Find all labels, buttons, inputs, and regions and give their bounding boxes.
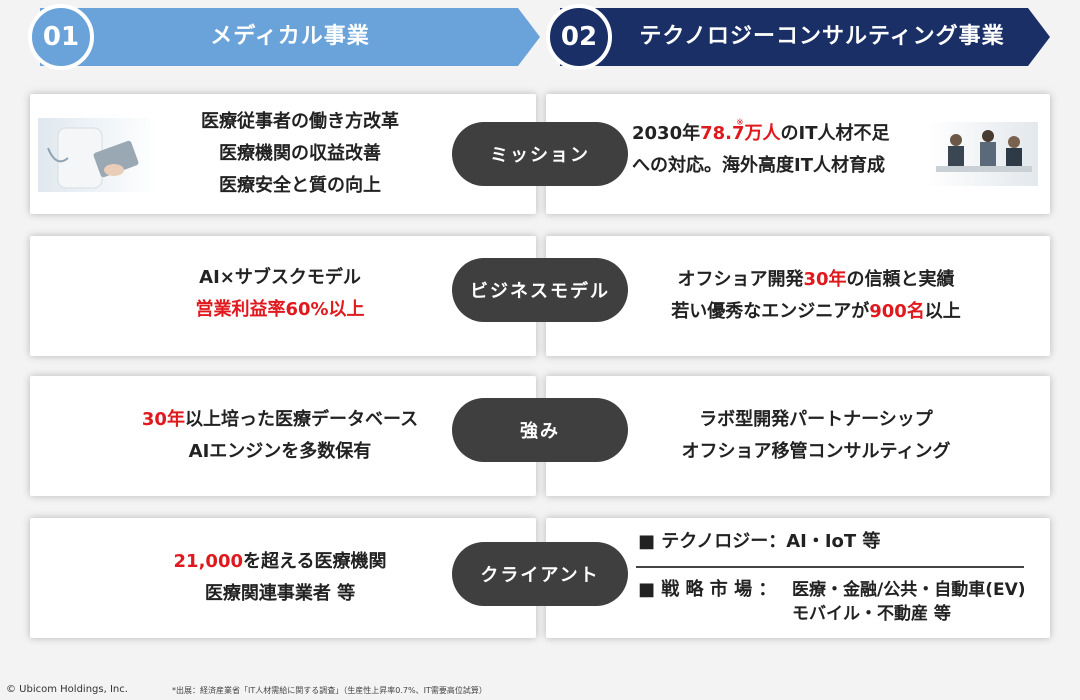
client-right-market-line: 医療・金融/公共・自動車(EV) <box>792 580 1026 600</box>
strength-left-red: 30年 <box>141 409 185 430</box>
mission-left-line: 医療従事者の働き方改革 <box>201 111 399 132</box>
business-right-line2: 若い優秀なエンジニアが900名以上 <box>626 296 1006 328</box>
business-right-red: 30年 <box>803 269 847 290</box>
strength-left-card: 30年以上培った医療データベース AIエンジンを多数保有 <box>30 376 536 496</box>
strength-left-line1: 30年以上培った医療データベース <box>110 404 450 436</box>
mission-right-text-part: のIT人材不足 <box>780 123 890 144</box>
header-tech-number: 02 <box>546 4 612 70</box>
label-mission: ミッション <box>452 122 628 186</box>
client-right-market-label: ■ 戦 略 市 場 ： <box>638 579 777 600</box>
meeting-photo <box>926 122 1038 186</box>
client-right-card: ■ テクノロジー：AI・IoT 等 ■ 戦 略 市 場 ： 医療・金融/公共・自… <box>546 518 1050 638</box>
client-right-market: 医療・金融/公共・自動車(EV) モバイル・不動産 等 <box>792 574 1026 626</box>
mission-right-line2: への対応。海外高度IT人材育成 <box>632 155 885 176</box>
business-right-text-part: 以上 <box>924 301 961 322</box>
business-left-line1: AI×サブスクモデル <box>199 267 361 288</box>
header-medical-title: メディカル事業 <box>210 24 370 49</box>
label-strengths: 強み <box>452 398 628 462</box>
mission-right-text: 2030年78.7万人※のIT人材不足 への対応。海外高度IT人材育成 <box>632 118 932 182</box>
business-right-line1: オフショア開発30年の信頼と実績 <box>626 264 1006 296</box>
business-right-text-part: の信頼と実績 <box>846 269 955 290</box>
mission-left-line: 医療安全と質の向上 <box>219 175 381 196</box>
footnote-mark: ※ <box>736 118 744 128</box>
business-right-red: 900名 <box>869 301 925 322</box>
it-shortage-figure: 78.7万人※ <box>700 118 781 144</box>
header-tech-arrow <box>560 8 1050 66</box>
it-shortage-number: 78.7万人 <box>700 123 781 144</box>
header-medical-arrow <box>40 8 540 66</box>
header-tech-title: テクノロジーコンサルティング事業 <box>639 24 1005 49</box>
strength-right-line: ラボ型開発パートナーシップ <box>699 409 933 430</box>
strength-left-line2: AIエンジンを多数保有 <box>188 441 372 462</box>
business-left-card: AI×サブスクモデル 営業利益率60%以上 <box>30 236 536 356</box>
client-right-divider <box>636 566 1024 568</box>
label-business-model: ビジネスモデル <box>452 258 628 322</box>
mission-right-text-part: 2030年 <box>632 123 701 144</box>
client-left-text-part: を超える医療機関 <box>243 551 387 572</box>
business-left-line2: 営業利益率60%以上 <box>195 299 365 320</box>
strength-right-card: ラボ型開発パートナーシップ オフショア移管コンサルティング <box>546 376 1050 496</box>
business-right-card: オフショア開発30年の信頼と実績 若い優秀なエンジニアが900名以上 <box>546 236 1050 356</box>
mission-right-card: 2030年78.7万人※のIT人材不足 への対応。海外高度IT人材育成 <box>546 94 1050 214</box>
client-left-line1: 21,000を超える医療機関 <box>120 546 440 578</box>
strength-left-text-part: 以上培った医療データベース <box>184 409 419 430</box>
client-left-card: 21,000を超える医療機関 医療関連事業者 等 <box>30 518 536 638</box>
client-right-market-line: モバイル・不動産 等 <box>792 604 951 624</box>
mission-right-line1: 2030年78.7万人※のIT人材不足 <box>632 118 932 150</box>
business-right-text-part: オフショア開発 <box>677 269 804 290</box>
strength-left-text: 30年以上培った医療データベース AIエンジンを多数保有 <box>110 404 450 468</box>
client-left-red: 21,000 <box>173 551 243 572</box>
header-medical-number: 01 <box>28 4 94 70</box>
label-clients: クライアント <box>452 542 628 606</box>
business-right-text: オフショア開発30年の信頼と実績 若い優秀なエンジニアが900名以上 <box>626 264 1006 328</box>
client-left-line2: 医療関連事業者 等 <box>204 583 356 604</box>
mission-left-line: 医療機関の収益改善 <box>219 143 381 164</box>
strength-right-text: ラボ型開発パートナーシップ オフショア移管コンサルティング <box>626 404 1006 468</box>
client-right-tech: ■ テクノロジー：AI・IoT 等 <box>638 531 881 552</box>
doctor-tablet-photo <box>38 118 158 192</box>
client-left-text: 21,000を超える医療機関 医療関連事業者 等 <box>120 546 440 610</box>
mission-left-card: 医療従事者の働き方改革 医療機関の収益改善 医療安全と質の向上 <box>30 94 536 214</box>
mission-left-text: 医療従事者の働き方改革 医療機関の収益改善 医療安全と質の向上 <box>160 106 440 202</box>
business-left-text: AI×サブスクモデル 営業利益率60%以上 <box>130 262 430 326</box>
business-right-text-part: 若い優秀なエンジニアが <box>671 301 870 322</box>
copyright: © Ubicom Holdings, Inc. <box>6 684 128 695</box>
strength-right-line: オフショア移管コンサルティング <box>681 441 951 462</box>
source-footnote: *出展：経済産業省「IT人材需給に関する調査」（生産性上昇率0.7%、IT需要高… <box>172 686 487 695</box>
